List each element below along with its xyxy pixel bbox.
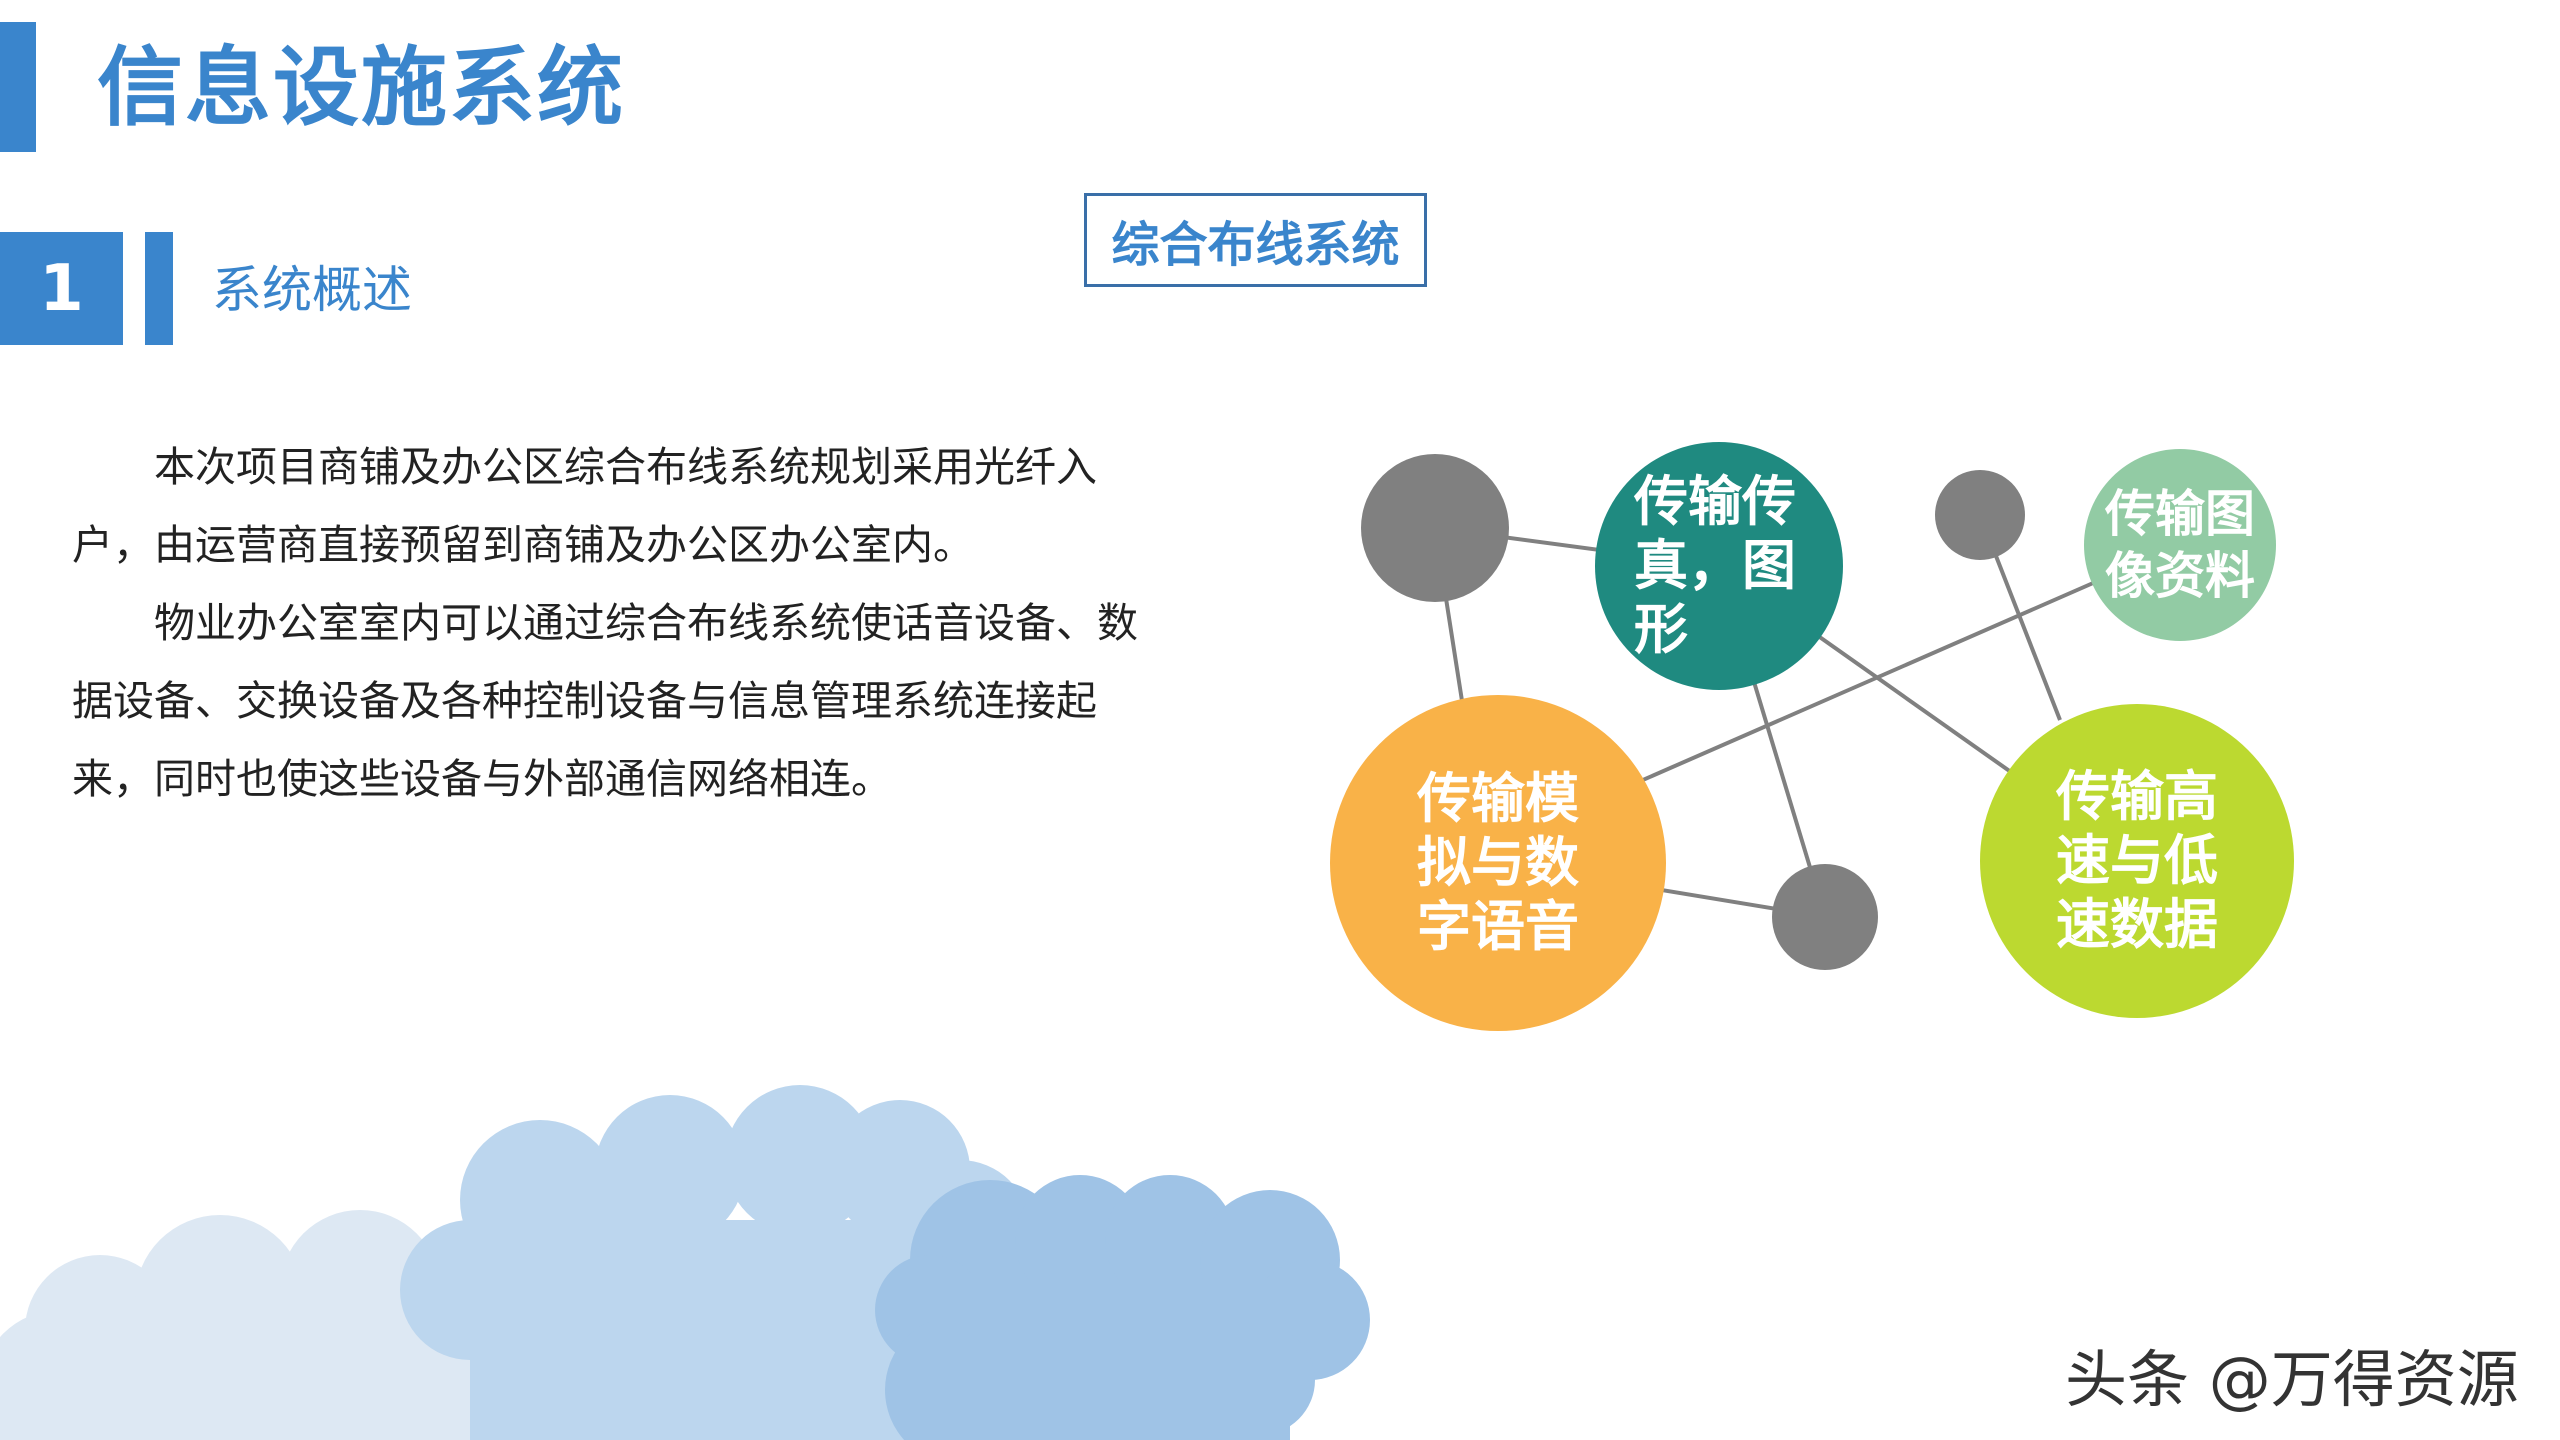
page-title: 信息设施系统 [97, 38, 625, 138]
watermark: 头条 @万得资源 [2065, 1343, 2519, 1416]
connector [1619, 543, 2181, 792]
node-label: 传输传真，图形 [1634, 470, 1796, 661]
node-label: 传输图像资料 [2105, 485, 2255, 605]
system-tag: 综合布线系统 [1084, 193, 1427, 287]
section-number: 1 [0, 232, 123, 345]
gray-node [1935, 470, 2025, 560]
paragraph: 物业办公室室内可以通过综合布线系统使话音设备、数据设备、交换设备及各种控制设备与… [72, 599, 1138, 803]
clouds [0, 1085, 1370, 1440]
title-accent-bar [0, 22, 36, 152]
section-title: 系统概述 [212, 261, 412, 319]
node-image-data: 传输图像资料 [2084, 449, 2276, 641]
body-text: 本次项目商铺及办公区综合布线系统规划采用光纤入户，由运营商直接预留到商铺及办公区… [72, 428, 1162, 818]
node-data: 传输高速与低速数据 [1980, 704, 2294, 1018]
node-label: 传输高速与低速数据 [2056, 765, 2218, 956]
node-fax-graphics: 传输传真，图形 [1595, 442, 1843, 690]
gray-node [1772, 864, 1878, 970]
node-voice: 传输模拟与数字语音 [1330, 695, 1666, 1031]
section-accent-bar [145, 232, 173, 345]
node-label: 传输模拟与数字语音 [1417, 767, 1579, 958]
paragraph: 本次项目商铺及办公区综合布线系统规划采用光纤入户，由运营商直接预留到商铺及办公区… [72, 443, 1097, 569]
gray-node [1361, 454, 1509, 602]
